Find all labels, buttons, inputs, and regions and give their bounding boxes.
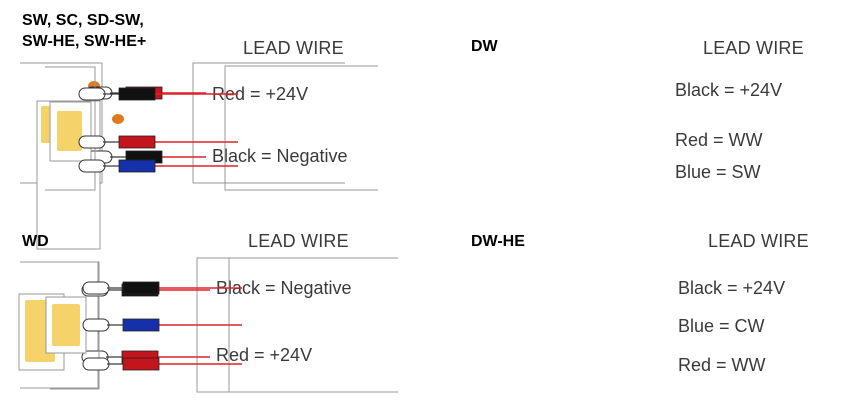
- lead-wire-heading: LEAD WIRE: [703, 38, 804, 58]
- solder-pad: [78, 135, 106, 149]
- solder-pad: [82, 318, 110, 332]
- wire-label: Black = Negative: [216, 278, 352, 298]
- wire-label: Red = WW: [678, 355, 766, 375]
- wire-label: Red = +24V: [216, 345, 313, 365]
- wiring-diagram: [45, 65, 378, 191]
- solder-pad: [82, 357, 110, 371]
- wire-label: Blue = SW: [675, 162, 761, 182]
- wire-sleeve-black: [122, 281, 160, 295]
- wire-label: Black = +24V: [675, 80, 783, 100]
- led-chip: [57, 111, 82, 151]
- solder-pad: [78, 87, 106, 101]
- solder-dot: [112, 114, 124, 124]
- solder-pad: [78, 159, 106, 173]
- panel-title: WD: [22, 233, 49, 250]
- panel-sw: SW, SC, SD-SW, SW-HE, SW-HE+ LEAD WIRE R…: [0, 0, 425, 250]
- panel-dw: DW LEAD WIRE Black = +24V Red = WW Blue …: [45, 0, 850, 205]
- wire-sleeve-red: [122, 357, 160, 371]
- terminal-box-outline: [224, 65, 378, 191]
- panel-title: DW-HE: [471, 233, 525, 250]
- lead-wire-heading: LEAD WIRE: [243, 38, 344, 58]
- lead-wire-heading: LEAD WIRE: [248, 231, 349, 251]
- wire-label: Red = +24V: [212, 84, 309, 104]
- panel-dw-he: DW-HE LEAD WIRE Black = +24V Blue = CW R…: [45, 205, 850, 409]
- panel-title: SW, SC, SD-SW, SW-HE, SW-HE+: [22, 12, 147, 50]
- wiring-diagram: [45, 257, 398, 393]
- wire-label: Black = Negative: [212, 146, 348, 166]
- wire-sleeve-black: [118, 87, 156, 101]
- wire-sleeve-blue: [122, 318, 160, 332]
- led-chip: [52, 304, 80, 346]
- led-strip-outline: [45, 66, 96, 191]
- wire-label: Blue = CW: [678, 316, 765, 336]
- wire-sleeve-blue: [118, 159, 156, 173]
- lead-wire-heading: LEAD WIRE: [708, 231, 809, 251]
- terminal-box-outline: [192, 62, 345, 184]
- panel-title: DW: [471, 38, 498, 55]
- solder-pad: [82, 281, 110, 295]
- wire-label: Black = +24V: [678, 278, 786, 298]
- wire-sleeve-red: [118, 135, 156, 149]
- wire-label: Red = WW: [675, 130, 763, 150]
